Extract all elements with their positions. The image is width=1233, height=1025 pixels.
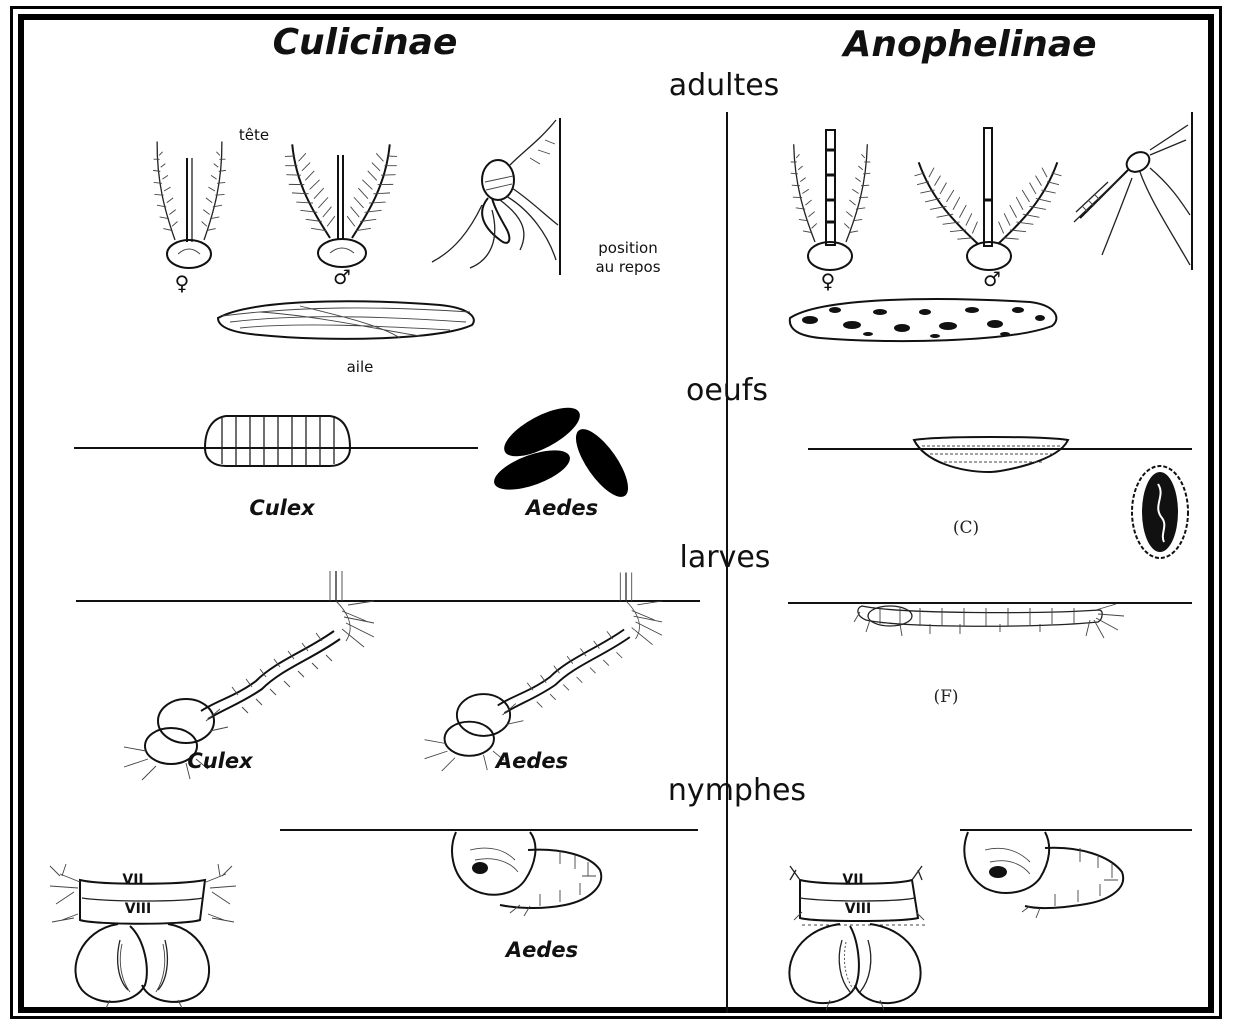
culicinae-heading: Culicinae — [273, 22, 458, 63]
culex-female-head-drawing — [147, 140, 232, 268]
aedes-eggs-drawing — [489, 398, 637, 504]
female-symbol-culicinae: ♀ — [175, 271, 190, 295]
anopheles-resting-position-drawing — [1074, 112, 1192, 270]
anopheles-wing-drawing — [790, 299, 1057, 341]
culex-wing-drawing — [218, 301, 474, 339]
section-pupae: nymphes — [668, 773, 806, 808]
anopheles-segment-viii-label: VIII — [845, 901, 871, 917]
anopheles-larva-label: (F) — [933, 687, 958, 707]
anopheles-pupa-drawing — [964, 832, 1123, 918]
section-eggs: oeufs — [686, 373, 768, 408]
wing-label: aile — [347, 358, 374, 376]
larva-aedes-label: Aedes — [494, 749, 568, 773]
anopheles-egg-drawing — [914, 437, 1068, 472]
anopheles-male-head-drawing — [907, 128, 1069, 270]
egg-aedes-label: Aedes — [524, 496, 598, 520]
section-larvae: larves — [680, 540, 771, 575]
culex-segment-vii-label: VII — [122, 872, 143, 888]
anopheles-egg-label: (C) — [953, 518, 979, 538]
anopheles-segment-vii-label: VII — [842, 872, 863, 888]
culex-male-head-drawing — [280, 139, 403, 267]
culex-resting-position-drawing — [432, 118, 560, 275]
anopheles-female-head-drawing — [784, 130, 877, 270]
egg-culex-label: Culex — [249, 496, 316, 520]
head-label: tête — [239, 126, 269, 144]
rest-position-label-line2: au repos — [595, 258, 660, 276]
larva-culex-label: Culex — [187, 749, 254, 773]
female-symbol-anophelinae: ♀ — [821, 269, 836, 293]
anopheles-larva-drawing — [854, 604, 1124, 638]
aedes-pupa-drawing — [452, 832, 601, 916]
culex-egg-raft-drawing — [205, 416, 350, 466]
anopheles-egg-floats-drawing — [1132, 466, 1188, 558]
culex-segment-viii-label: VIII — [125, 901, 151, 917]
rest-position-label-line1: position — [598, 239, 657, 257]
aedes-larva-drawing — [425, 573, 663, 772]
anophelinae-heading: Anophelinae — [840, 24, 1096, 65]
section-adults: adultes — [669, 68, 780, 103]
male-symbol-culicinae: ♂ — [333, 265, 351, 289]
pupa-aedes-label: Aedes — [504, 938, 578, 962]
male-symbol-anophelinae: ♂ — [983, 267, 1001, 291]
